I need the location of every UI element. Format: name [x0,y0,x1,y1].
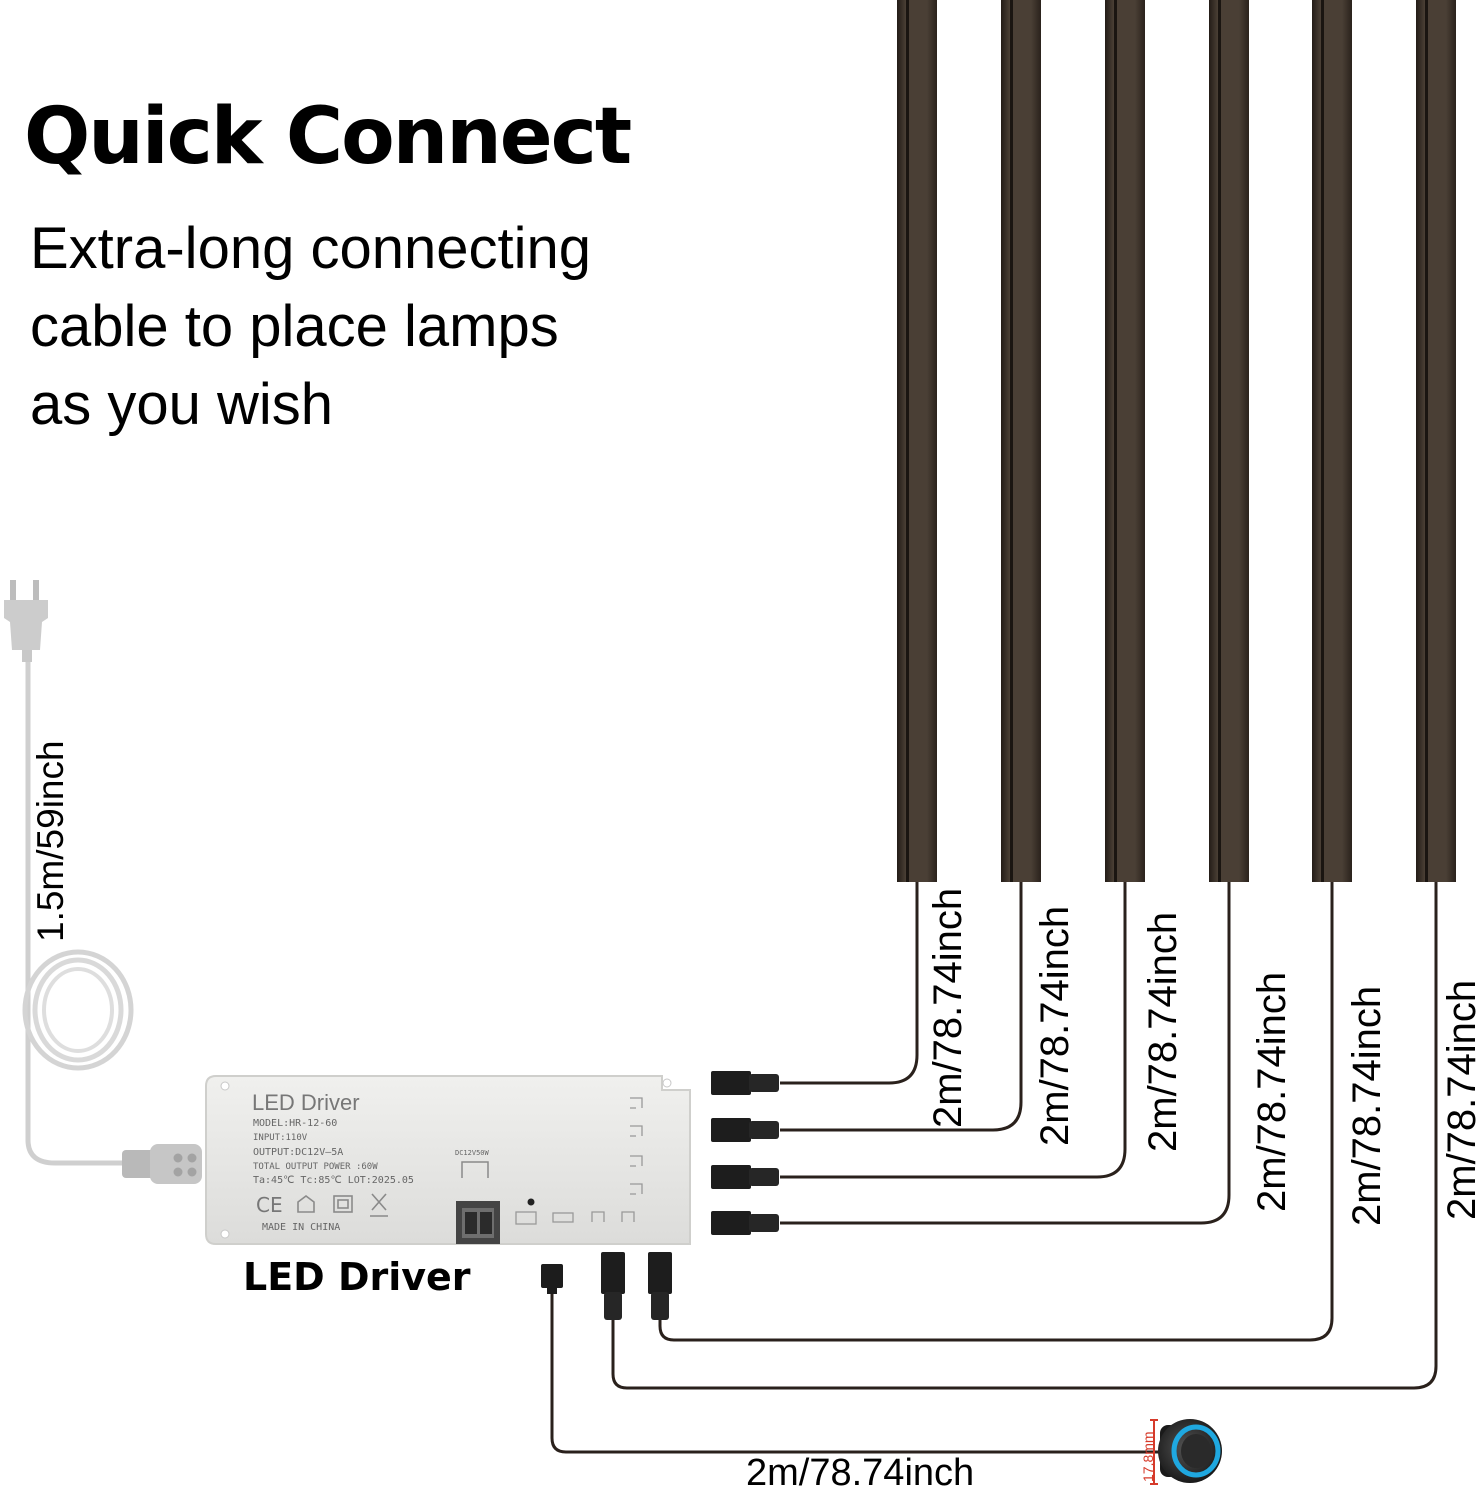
bar-4-connector-body [711,1211,751,1235]
light-bar-3 [1105,0,1145,882]
bar-3-cable-length: 2m/78.74inch [1141,911,1185,1152]
bar-6-connector-tail [604,1292,622,1320]
bar-1-cable [780,882,919,1085]
driver-caption: LED Driver [243,1255,471,1299]
bar-3-connector [711,1165,779,1189]
switch-cable [541,1264,1168,1454]
driver-label-origin: MADE IN CHINA [262,1222,340,1233]
bar-5-connector-body [648,1252,672,1294]
subtitle-line-3: as you wish [30,372,334,437]
driver-label-certs: CE [256,1193,283,1217]
driver-label-power: TOTAL OUTPUT POWER :60W [253,1162,378,1172]
bar-5-connector [648,1252,672,1320]
bar-connectors [601,1071,779,1320]
bar-2-connector-body [711,1118,751,1142]
bar-6-cable-length: 2m/78.74inch [1440,979,1476,1220]
switch-cable-length: 2m/78.74inch [746,1452,975,1494]
light-bar-2 [1001,0,1041,882]
bar-6-connector [601,1252,625,1320]
bar-1-connector-body [711,1071,751,1095]
bar-4-cable [780,882,1231,1225]
bar-5-cable [658,882,1334,1342]
light-bars [897,0,1456,882]
light-bar-6 [1416,0,1456,882]
bar-2-cable [780,882,1023,1132]
bar-1-cable-length: 2m/78.74inch [926,887,970,1128]
driver-port-label: DC12V50W [455,1149,490,1157]
driver-input-connector [122,1144,202,1184]
bar-5-connector-tail [651,1292,669,1320]
bar-2-connector [711,1118,779,1142]
bar-3-connector-tail [749,1168,779,1186]
cert-icons [297,1193,388,1217]
bar-4-connector-tail [749,1214,779,1232]
driver-label-model: MODEL:HR-12-60 [253,1118,337,1129]
output-port-markers [515,1097,643,1225]
driver-label-temps: Ta:45℃ Tc:85℃ LOT:2025.05 [253,1175,414,1186]
light-bar-6-groove [1425,0,1428,882]
driver-label-input: INPUT:110V [253,1133,308,1143]
bar-1-connector [711,1071,779,1095]
power-cord-length: 1.5m/59inch [30,740,71,942]
bar-4-cable-length: 2m/78.74inch [1250,971,1294,1212]
bar-3-cable [780,882,1127,1179]
driver-label-title: LED Driver [252,1090,360,1115]
driver-label-output: OUTPUT:DC12V–5A [253,1147,343,1158]
light-bar-3-groove [1114,0,1117,882]
switch-connector [541,1264,563,1294]
bar-6-connector-body [601,1252,625,1294]
light-bar-5-groove [1321,0,1324,882]
driver-main-socket [456,1201,500,1244]
bar-6-cable [611,882,1438,1390]
power-cord [4,580,202,1184]
bar-2-cable-length: 2m/78.74inch [1033,905,1077,1146]
wall-plug-icon [4,580,48,662]
switch-size-marker [1150,1419,1158,1485]
bar-4-connector [711,1211,779,1235]
bar-3-connector-body [711,1165,751,1189]
subtitle-line-1: Extra-long connecting [30,216,591,281]
switch-diameter-label: 17.8mm [1140,1431,1156,1482]
light-bar-4-groove [1218,0,1221,882]
page-title: Quick Connect [24,92,632,182]
light-bar-2-groove [1010,0,1013,882]
bar-5-cable-length: 2m/78.74inch [1345,985,1389,1226]
bar-cables [611,882,1438,1390]
light-bar-5 [1312,0,1352,882]
bar-2-connector-tail [749,1121,779,1139]
bar-1-connector-tail [749,1074,779,1092]
light-bar-1 [897,0,937,882]
page-subtitle: Extra-long connecting cable to place lam… [30,210,670,444]
light-bar-1-groove [906,0,909,882]
subtitle-line-2: cable to place lamps [30,294,559,359]
light-bar-4 [1209,0,1249,882]
led-driver-box: LED Driver MODEL:HR-12-60 INPUT:110V OUT… [205,1075,691,1245]
touch-switch-icon [1158,1419,1222,1483]
